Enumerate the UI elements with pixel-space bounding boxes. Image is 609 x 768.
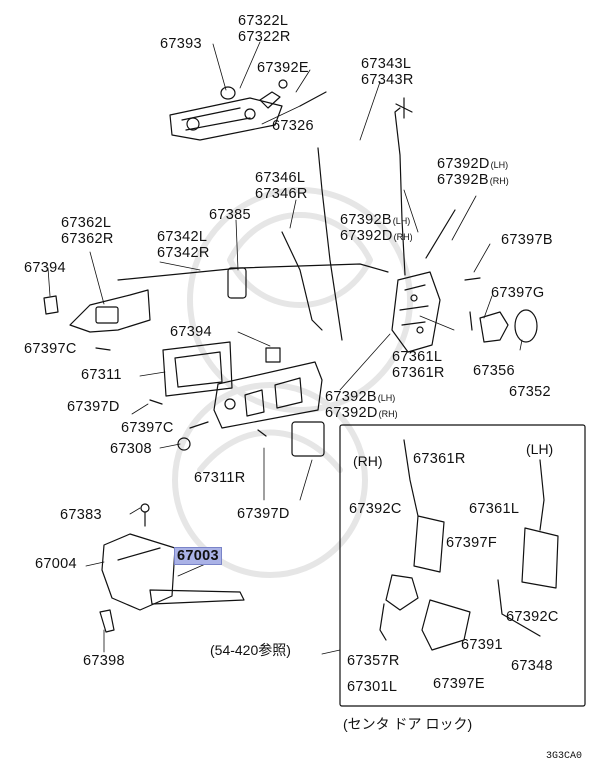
rod-67346 — [317, 147, 343, 341]
label-67397d-left: 67397D — [67, 399, 120, 415]
label-67392b-top: 67392B(RH) — [437, 172, 509, 188]
label-67397e: 67397E — [433, 676, 485, 692]
label-67361r-inset: 67361R — [413, 451, 466, 467]
door-check-assembly — [99, 503, 245, 633]
label-67322r: 67322R — [238, 29, 291, 45]
inset-box — [339, 424, 586, 707]
outside-handle — [169, 79, 327, 141]
figure-code: 3G3CA0 — [546, 751, 583, 762]
label-67342l: 67342L — [157, 229, 208, 245]
watermark-emblem — [172, 187, 413, 578]
label-67392b-mid: 67392B(LH) — [340, 212, 411, 228]
label-67397g: 67397G — [491, 285, 545, 301]
label-67392c-inset-right: 67392C — [506, 609, 559, 625]
label-67352: 67352 — [509, 384, 551, 400]
label-67343r: 67343R — [361, 72, 414, 88]
label-67004: 67004 — [35, 556, 77, 572]
inset-lh-lock — [497, 459, 559, 637]
label-67343l: 67343L — [361, 56, 412, 72]
label-67383: 67383 — [60, 507, 102, 523]
label-67392d-low: 67392D(RH) — [325, 405, 398, 421]
screw-67397c — [95, 347, 267, 437]
door-lock-upper — [391, 209, 456, 353]
highlighted-part-67003[interactable]: 67003 — [174, 547, 222, 565]
label-67385: 67385 — [209, 207, 251, 223]
striker-67356 — [479, 311, 509, 343]
label-67311: 67311 — [81, 367, 122, 383]
label-67392e: 67392E — [257, 60, 309, 76]
label-67322l: 67322L — [238, 13, 289, 29]
trim-67311r — [213, 361, 323, 429]
label-67346r: 67346R — [255, 186, 308, 202]
label-67361l-inset: 67361L — [469, 501, 520, 517]
label-67394-mid: 67394 — [170, 324, 212, 340]
inset-header-lh: (LH) — [526, 441, 554, 457]
label-67362l: 67362L — [61, 215, 112, 231]
label-67397d-mid: 67397D — [237, 506, 290, 522]
label-67311r: 67311R — [194, 470, 246, 486]
label-67346l: 67346L — [255, 170, 306, 186]
switch-67391 — [291, 421, 325, 457]
leader-lines — [47, 41, 523, 653]
inset-rh-lock — [379, 439, 471, 651]
inset-header-rh: (RH) — [353, 453, 383, 469]
label-67392d-mid: 67392D(RH) — [340, 228, 413, 244]
cap-67394 — [265, 347, 281, 363]
label-67326: 67326 — [272, 118, 314, 134]
label-67301l: 67301L — [347, 679, 398, 695]
center-door-lock-caption: (センタ ドア ロック) — [343, 716, 473, 732]
label-67356: 67356 — [473, 363, 515, 379]
label-67361l-top: 67361L — [392, 349, 443, 365]
label-67397f: 67397F — [446, 535, 497, 551]
label-67392c-inset-left: 67392C — [349, 501, 402, 517]
label-67392d-top: 67392D(LH) — [437, 156, 509, 172]
label-67348: 67348 — [511, 658, 553, 674]
label-67308: 67308 — [110, 441, 152, 457]
label-67397c-mid: 67397C — [121, 420, 174, 436]
rod-67342 — [117, 263, 389, 281]
label-67393: 67393 — [160, 36, 202, 52]
reference-note: (54-420参照) — [210, 642, 291, 658]
label-67392b-low: 67392B(LH) — [325, 389, 396, 405]
rod-67343 — [394, 107, 406, 276]
label-67398: 67398 — [83, 653, 125, 669]
seal-67352 — [514, 309, 538, 343]
escutcheon-67311 — [162, 341, 233, 397]
label-67391: 67391 — [461, 637, 503, 653]
label-67361r-top: 67361R — [392, 365, 445, 381]
label-67397c-left: 67397C — [24, 341, 77, 357]
label-67397b: 67397B — [501, 232, 553, 248]
label-67394-left: 67394 — [24, 260, 66, 276]
label-67003[interactable]: 67003 — [174, 547, 222, 565]
label-67342r: 67342R — [157, 245, 210, 261]
label-67362r: 67362R — [61, 231, 114, 247]
bracket-67362 — [69, 289, 151, 333]
label-67357r: 67357R — [347, 653, 400, 669]
